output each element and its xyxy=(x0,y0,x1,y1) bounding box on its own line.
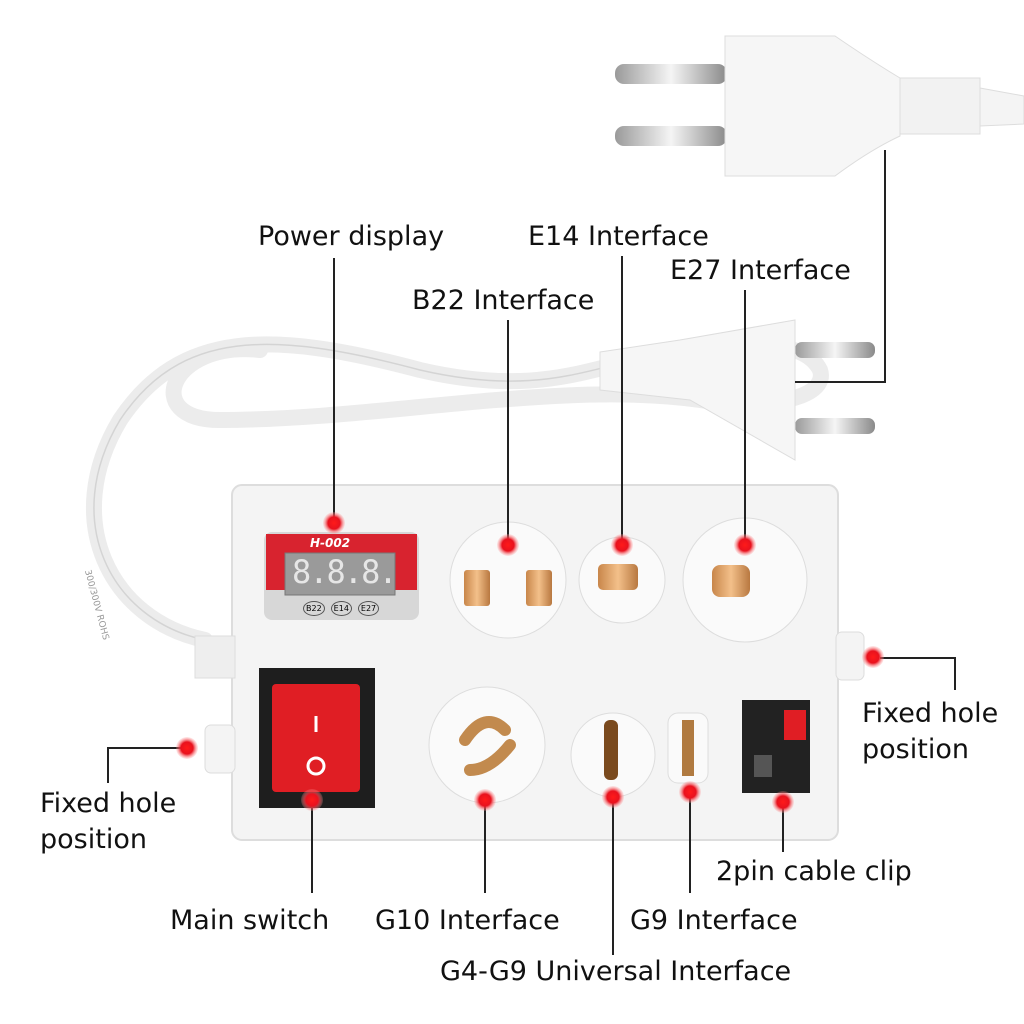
socket-g10 xyxy=(428,686,546,804)
main-switch xyxy=(259,668,375,808)
display-buttons: B22 E14 E27 xyxy=(303,601,380,616)
label-b22: B22 Interface xyxy=(412,285,595,316)
display-model: H-002 xyxy=(310,536,351,550)
power-display xyxy=(264,532,419,620)
socket-b22 xyxy=(449,521,567,639)
label-power-display: Power display xyxy=(258,221,445,252)
label-fixed-hole-right-2: position xyxy=(862,734,969,765)
socket-e27 xyxy=(682,517,808,643)
display-button-e27: E27 xyxy=(357,601,380,616)
label-e27: E27 Interface xyxy=(670,255,851,286)
display-button-b22: B22 xyxy=(303,601,325,616)
socket-g4-g9 xyxy=(570,712,656,798)
leader-lines xyxy=(107,150,956,955)
label-g10: G10 Interface xyxy=(375,905,560,936)
label-main-switch: Main switch xyxy=(170,905,330,936)
socket-g9 xyxy=(667,712,709,784)
socket-e14 xyxy=(578,536,666,624)
label-fixed-hole-left-2: position xyxy=(40,824,147,855)
label-g4-g9: G4-G9 Universal Interface xyxy=(440,956,792,987)
label-fixed-hole-right-1: Fixed hole xyxy=(862,698,999,729)
display-button-e14: E14 xyxy=(330,601,352,616)
marker-dots xyxy=(176,512,884,813)
middle-plug xyxy=(599,319,875,461)
label-g9: G9 Interface xyxy=(630,905,798,936)
display-digits: 8.8.8. xyxy=(292,553,398,591)
cable-clip xyxy=(742,700,810,793)
top-plug xyxy=(615,35,1024,177)
label-e14: E14 Interface xyxy=(528,221,709,252)
label-cable-clip: 2pin cable clip xyxy=(716,856,912,887)
label-fixed-hole-left-1: Fixed hole xyxy=(40,788,177,819)
